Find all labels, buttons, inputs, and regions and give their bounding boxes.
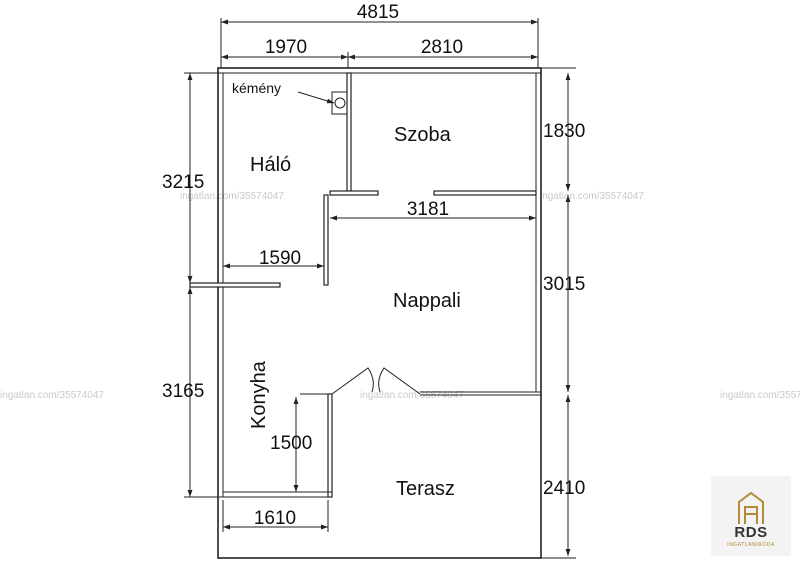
double-door (331, 367, 421, 395)
dimension-labels: 4815 1970 2810 3215 3165 1830 3015 2410 … (162, 2, 585, 529)
dim-label-inner-3181: 3181 (407, 199, 449, 220)
watermark-text: ingatlan.com/35574047 (180, 191, 284, 202)
house-logo-icon (738, 491, 764, 524)
partition-konyha-terasz (327, 393, 333, 498)
watermark-text: ingatlan.com/35574047 (540, 191, 644, 202)
walls (188, 67, 542, 559)
dim-label-left-top: 3215 (162, 172, 204, 193)
watermarks: ingatlan.com/35574047 ingatlan.com/35574… (0, 191, 800, 401)
partition-halo-szoba (346, 72, 352, 192)
room-label-halo: Háló (250, 154, 291, 176)
dim-label-left-bottom: 3165 (162, 381, 204, 402)
dim-label-right-top: 1830 (543, 121, 585, 142)
dim-label-total-width: 4815 (357, 2, 399, 23)
chimney: kémény (232, 80, 348, 115)
chimney-leader (297, 91, 335, 104)
room-label-konyha: Konyha (248, 360, 270, 429)
partition-stub (329, 190, 379, 196)
dim-label-top-right: 2810 (421, 37, 463, 58)
dim-label-bottom-1610: 1610 (254, 508, 296, 529)
door-right-leaf (378, 367, 421, 395)
room-label-terasz: Terasz (396, 478, 455, 500)
room-label-nappali: Nappali (393, 290, 461, 312)
rds-logo: RDS INGATLANIRODA (711, 476, 791, 556)
door-left-leaf (331, 367, 374, 395)
chimney-label: kémény (232, 80, 281, 96)
room-label-szoba: Szoba (394, 124, 452, 146)
room-labels: Háló Szoba Nappali Konyha Terasz (248, 124, 461, 500)
watermark-text: ingatlan.com/35574047 (360, 390, 464, 401)
watermark-text: ingatlan.com/35574047 (720, 390, 800, 401)
chimney-flue (334, 97, 346, 109)
dim-label-right-bottom: 2410 (543, 478, 585, 499)
dim-label-right-middle: 3015 (543, 274, 585, 295)
outer-wall (217, 67, 542, 559)
logo-brand: RDS (734, 524, 768, 541)
watermark-text: ingatlan.com/35574047 (0, 390, 104, 401)
dim-label-inner-1590: 1590 (259, 248, 301, 269)
dim-label-inner-1500: 1500 (270, 433, 312, 454)
dimension-lines (184, 18, 576, 559)
partition-szoba-nappali (433, 190, 537, 196)
dim-label-top-left: 1970 (265, 37, 307, 58)
partition-halo-nappali (323, 194, 329, 286)
logo-tagline: INGATLANIRODA (727, 542, 775, 548)
partition-halo-konyha (189, 282, 281, 288)
